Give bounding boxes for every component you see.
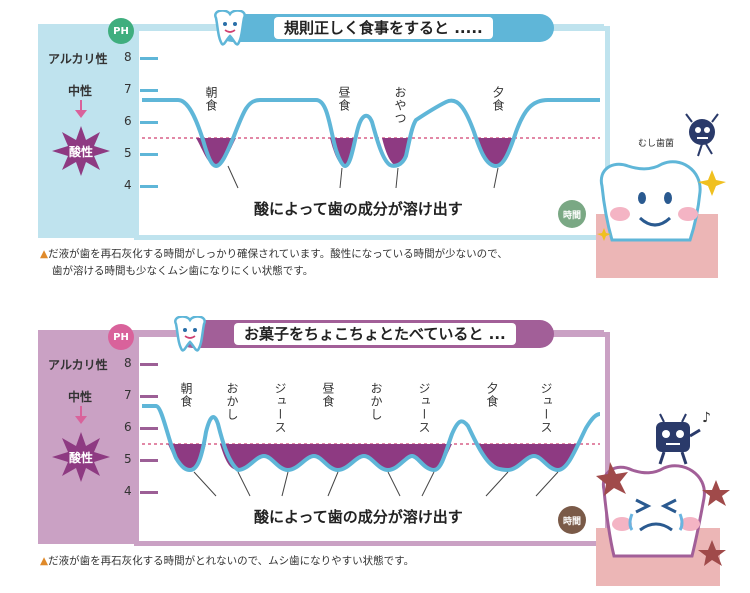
tick-mark bbox=[140, 57, 158, 60]
ph-curve bbox=[142, 404, 601, 472]
triangle-icon: ▲ bbox=[40, 555, 49, 567]
chart-area bbox=[134, 332, 610, 546]
caption-line: だ液が歯を再石灰化する時間がしっかり確保されています。酸性になっている時間が少な… bbox=[48, 248, 508, 260]
down-arrow-icon bbox=[80, 406, 82, 420]
meal-label: おやつ bbox=[393, 86, 407, 125]
tick-mark bbox=[140, 395, 158, 398]
tick-mark bbox=[140, 89, 158, 92]
acid-label: 酸性 bbox=[68, 145, 93, 159]
svg-text:♪: ♪ bbox=[702, 410, 711, 426]
meal-label: ジュース bbox=[417, 382, 431, 434]
meal-label: おかし bbox=[225, 382, 239, 421]
caption-1: ▲だ液が歯を再石灰化する時間がしっかり確保されています。酸性になっている時間が少… bbox=[40, 246, 600, 280]
chart-area bbox=[134, 26, 610, 240]
tick-label: 8 bbox=[124, 50, 132, 64]
bacteria-icon bbox=[685, 113, 719, 157]
meal-label: 昼食 bbox=[337, 86, 351, 112]
meal-label: 朝食 bbox=[179, 382, 193, 408]
alkali-label: アルカリ性 bbox=[48, 358, 108, 372]
tick-label: 7 bbox=[124, 388, 132, 402]
meal-label: ジュース bbox=[273, 382, 287, 434]
ph-badge: PH bbox=[108, 324, 134, 350]
neutral-label: 中性 bbox=[68, 390, 93, 404]
meal-label: 夕食 bbox=[491, 86, 505, 112]
meal-label: 夕食 bbox=[485, 382, 499, 408]
tick-mark bbox=[140, 459, 158, 462]
star-burst-icon: 酸性 bbox=[52, 126, 110, 176]
triangle-icon: ▲ bbox=[40, 248, 49, 260]
acid-dissolve-text: 酸によって歯の成分が溶け出す bbox=[254, 200, 463, 218]
ph-curve-chart bbox=[142, 98, 600, 189]
tick-label: 6 bbox=[124, 420, 132, 434]
time-badge: 時間 bbox=[558, 200, 586, 228]
acid-label: 酸性 bbox=[68, 451, 93, 465]
panel-regular-meals: 規則正しく食事をすると ..... PH アルカリ性 中性 酸性 8 7 6 5… bbox=[38, 10, 610, 240]
tick-mark bbox=[140, 153, 158, 156]
tick-label: 7 bbox=[124, 82, 132, 96]
panel-title-text: 規則正しく食事をすると ..... bbox=[274, 17, 493, 39]
caption-line: 歯が溶ける時間も少なくムシ歯になりにくい状態です。 bbox=[52, 265, 314, 277]
tick-mark bbox=[140, 363, 158, 366]
bacteria-icon bbox=[656, 413, 701, 465]
down-arrow-icon bbox=[80, 100, 82, 114]
tick-mark bbox=[140, 427, 158, 430]
meal-label: 朝食 bbox=[204, 86, 218, 112]
mushiba-label: むし歯菌 bbox=[638, 139, 675, 149]
meal-label: おかし bbox=[369, 382, 383, 421]
tick-mark bbox=[140, 185, 158, 188]
caption-2: ▲だ液が歯を再石灰化する時間がとれないので、ムシ歯になりやすい状態です。 bbox=[40, 553, 600, 570]
ph-curve bbox=[142, 98, 600, 168]
panel-title: 規則正しく食事をすると ..... bbox=[218, 14, 554, 42]
tick-mark bbox=[140, 121, 158, 124]
time-badge: 時間 bbox=[558, 506, 586, 534]
panel-snacking: お菓子をちょこちょとたべていると ... PH アルカリ性 中性 酸性 8 7 … bbox=[38, 316, 610, 546]
meal-label: 昼食 bbox=[321, 382, 335, 408]
neutral-label: 中性 bbox=[68, 84, 93, 98]
panel-title-text: お菓子をちょこちょとたべていると ... bbox=[234, 323, 516, 345]
panel-title: お菓子をちょこちょとたべていると ... bbox=[178, 320, 554, 348]
caption-line: だ液が歯を再石灰化する時間がとれないので、ムシ歯になりやすい状態です。 bbox=[48, 555, 415, 567]
tick-label: 6 bbox=[124, 114, 132, 128]
tick-label: 5 bbox=[124, 146, 132, 160]
tick-label: 4 bbox=[124, 484, 132, 498]
tick-label: 5 bbox=[124, 452, 132, 466]
alkali-label: アルカリ性 bbox=[48, 52, 108, 66]
ph-curve-chart bbox=[142, 404, 601, 497]
ph-badge: PH bbox=[108, 18, 134, 44]
meal-label: ジュース bbox=[539, 382, 553, 434]
acid-dissolve-text: 酸によって歯の成分が溶け出す bbox=[254, 508, 463, 526]
tick-label: 4 bbox=[124, 178, 132, 192]
star-burst-icon: 酸性 bbox=[52, 432, 110, 482]
tick-label: 8 bbox=[124, 356, 132, 370]
arrow-head bbox=[75, 110, 87, 118]
arrow-head bbox=[75, 416, 87, 424]
tick-mark bbox=[140, 491, 158, 494]
